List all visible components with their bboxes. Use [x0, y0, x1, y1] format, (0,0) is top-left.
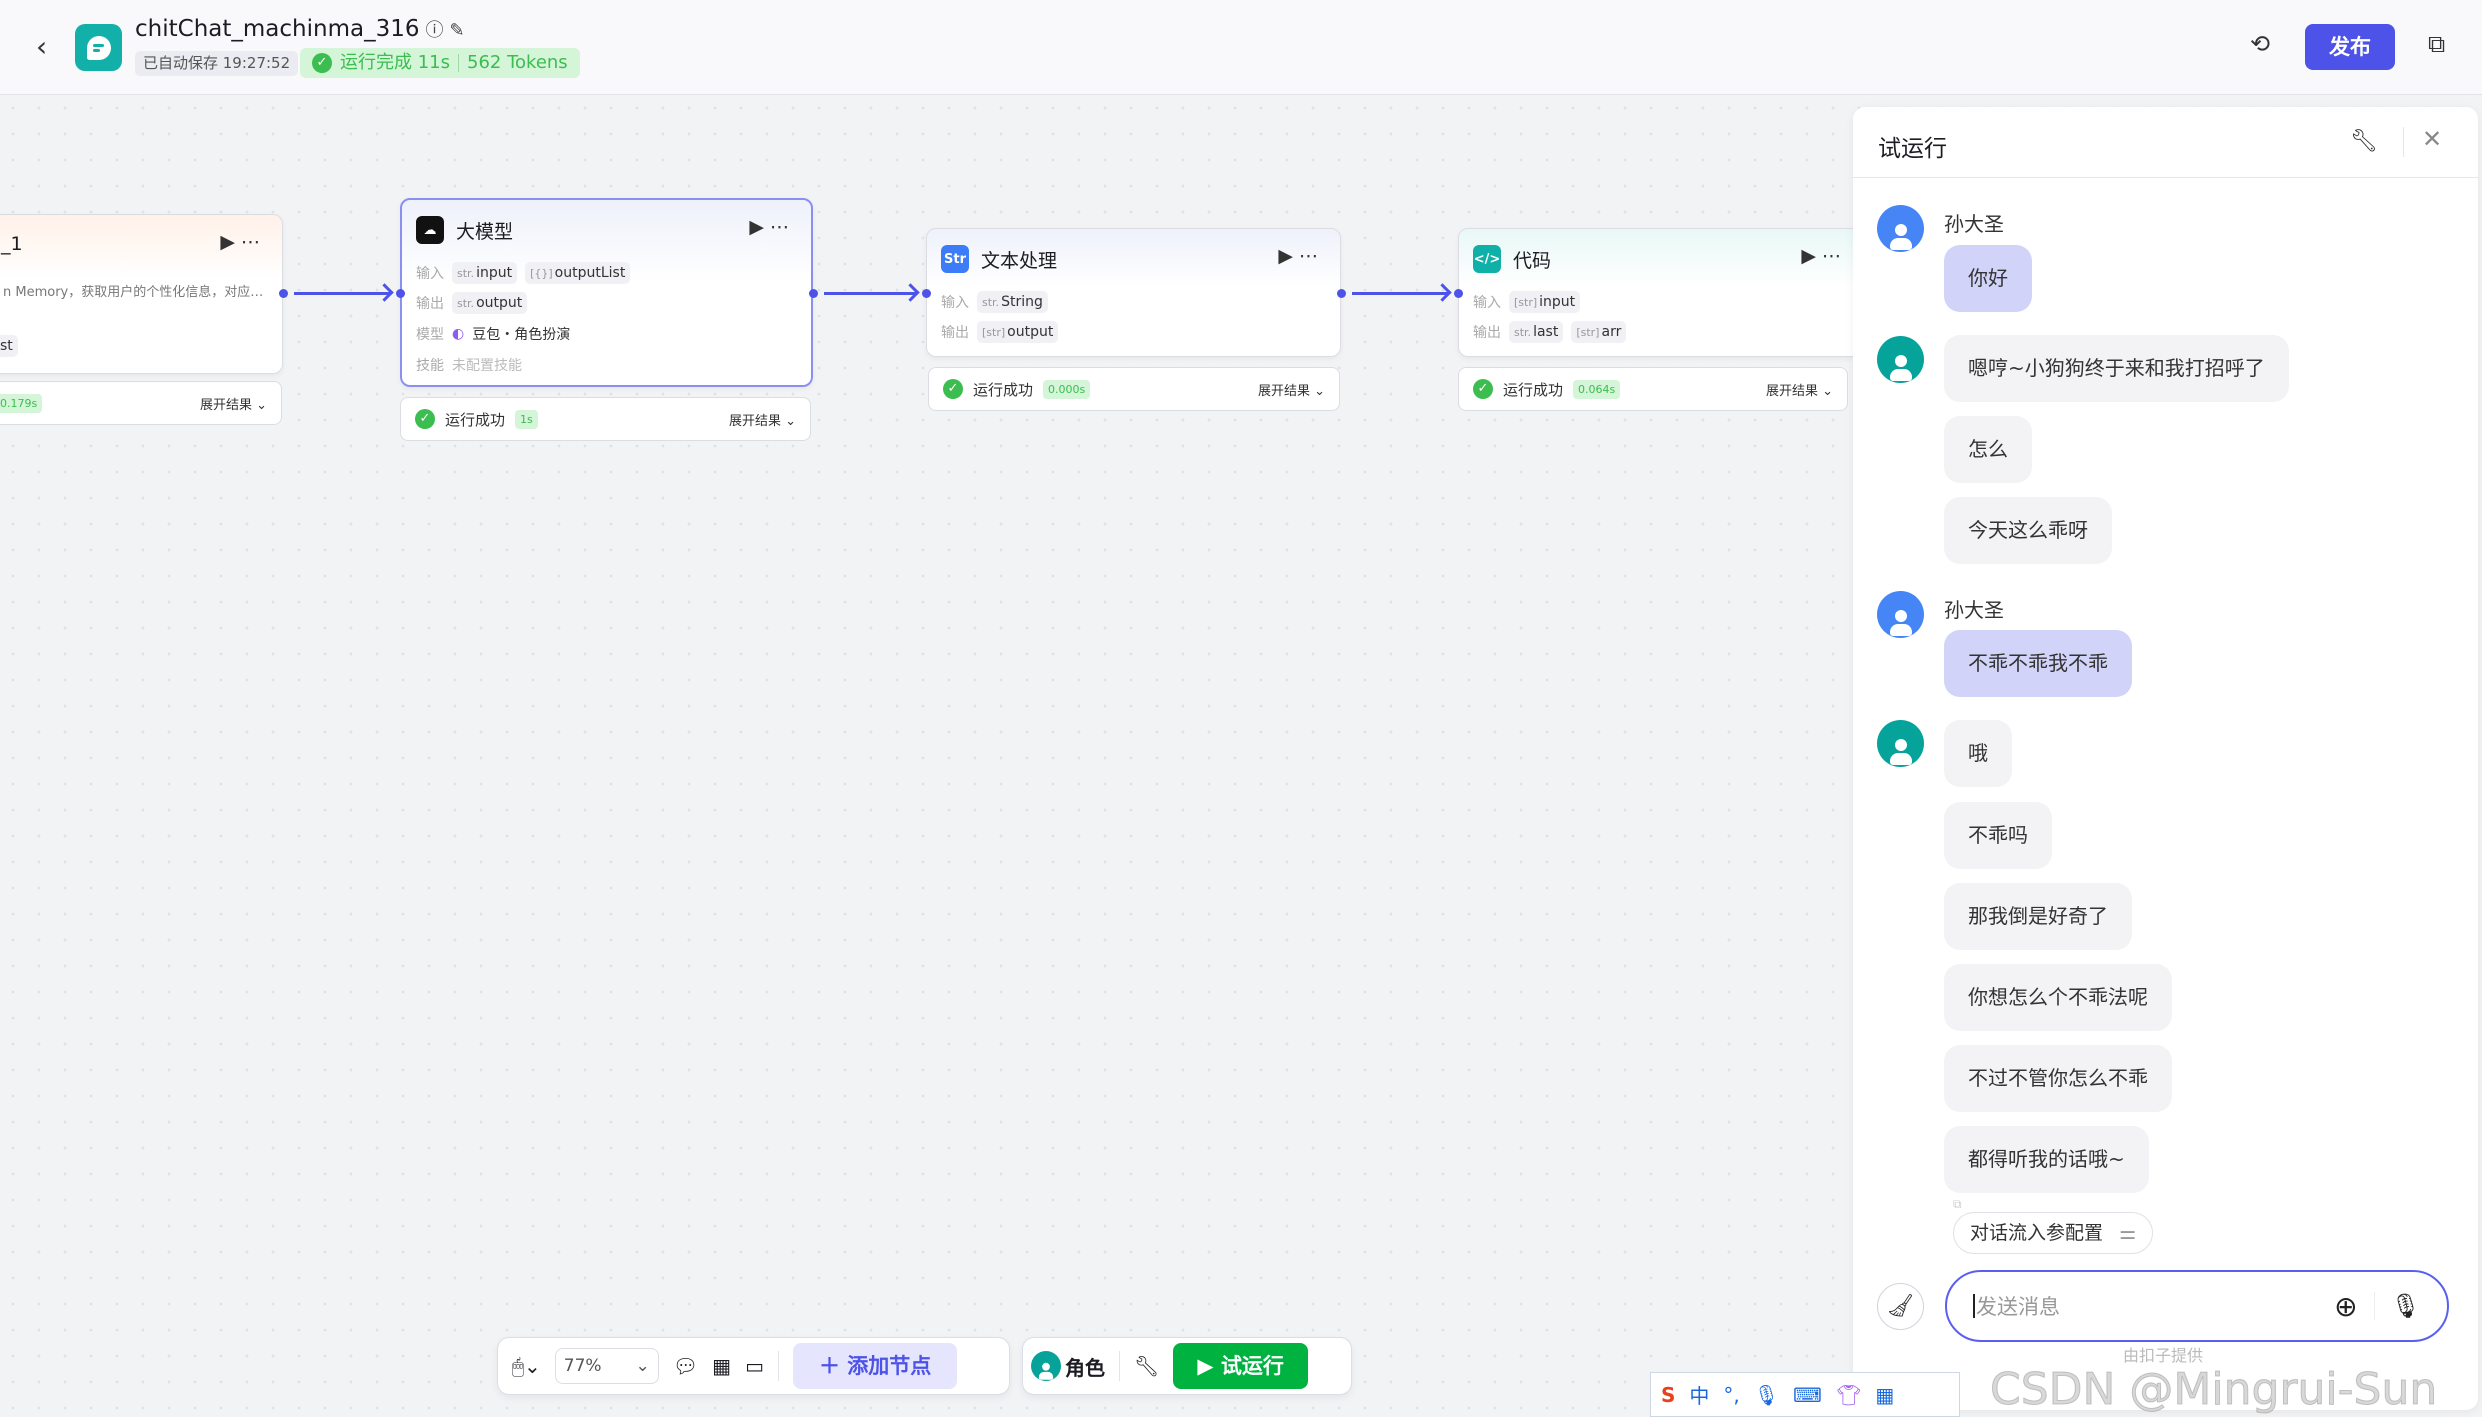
expand-result-button[interactable]: 展开结果 ⌄ — [1257, 383, 1325, 399]
copy-icon[interactable]: ⧉ — [1953, 1197, 1962, 1211]
skin-icon: 👕︎ — [1836, 1382, 1862, 1407]
history-icon[interactable]: ⟲ — [2250, 30, 2271, 58]
microphone-icon: 🎙︎ — [1753, 1382, 1780, 1407]
bot-message: 哦 — [1944, 720, 2012, 787]
bot-message: 嗯哼~小狗狗终于来和我打招呼了 — [1944, 335, 2289, 402]
bot-message: 那我倒是好奇了 — [1944, 883, 2132, 950]
model-name: 豆包・角色扮演 — [472, 327, 571, 343]
clear-history-button[interactable]: 🧹︎ — [1877, 1283, 1924, 1330]
check-icon: ✓ — [943, 379, 963, 399]
role-button[interactable]: 角色 — [1031, 1351, 1105, 1381]
edge — [294, 292, 390, 295]
node-title: _1 — [1, 233, 23, 255]
user-message: 你好 — [1944, 245, 2032, 312]
copy-icon[interactable]: ⧉ — [2428, 30, 2446, 58]
keyboard-icon: ⌨ — [1793, 1382, 1823, 1407]
bot-message: 都得听我的话哦~ — [1944, 1126, 2149, 1193]
check-icon: ✓ — [312, 53, 332, 73]
user-name: 孙大圣 — [1944, 212, 2004, 236]
trial-run-button[interactable]: ▶ 试运行 — [1173, 1343, 1308, 1389]
expand-result-button[interactable]: 展开结果 ⌄ — [199, 397, 267, 413]
message-input[interactable]: 发送消息⊕🎙︎ — [1945, 1270, 2449, 1342]
edge — [1352, 292, 1448, 295]
comment-icon[interactable]: 💬︎ — [672, 1354, 699, 1378]
text-icon: Str — [941, 245, 969, 273]
watermark: CSDN @Mingrui-Sun — [1989, 1364, 2438, 1415]
add-node-button[interactable]: ＋ 添加节点 — [792, 1343, 958, 1389]
mouse-mode-icon[interactable]: 🖱︎⌄ — [512, 1354, 541, 1378]
conversation-input-config-button[interactable]: 对话流入参配置 ⚌ — [1953, 1212, 2154, 1254]
node-tag: st — [0, 335, 18, 357]
bot-message: 今天这么乖呀 — [1944, 497, 2112, 564]
node-actions[interactable]: ▶⋯ — [220, 231, 266, 253]
doubao-icon: ◐ — [452, 326, 465, 342]
node-actions[interactable]: ▶⋯ — [1278, 245, 1324, 267]
check-icon: ✓ — [1473, 379, 1493, 399]
user-avatar — [1877, 591, 1924, 638]
expand-result-button[interactable]: 展开结果 ⌄ — [1765, 383, 1833, 399]
bot-message: 不乖吗 — [1944, 802, 2052, 869]
node-actions[interactable]: ▶⋯ — [1801, 245, 1847, 267]
layout-grid-icon[interactable]: ▦ — [712, 1354, 732, 1378]
bot-message: 你想怎么个不乖法呢 — [1944, 964, 2172, 1031]
node-desc: n Memory，获取用户的个性化信息，对应… — [3, 285, 264, 300]
apps-icon: ▦ — [1875, 1382, 1895, 1407]
panel-title: 试运行 — [1878, 136, 1947, 162]
run-toolbar: 角色 🔧︎ ▶ 试运行 — [1022, 1337, 1352, 1395]
edit-icon[interactable]: ✎ — [449, 20, 465, 41]
wrench-icon[interactable]: 🔧︎ — [1134, 1354, 1160, 1378]
edge — [824, 292, 916, 295]
bot-avatar — [1877, 720, 1924, 767]
microphone-icon[interactable]: 🎙︎ — [2390, 1292, 2421, 1320]
bot-avatar — [1877, 336, 1924, 383]
settings-sliders-icon: ⚌ — [2119, 1222, 2137, 1244]
add-attachment-icon[interactable]: ⊕ — [2334, 1289, 2358, 1323]
zoom-select[interactable]: 77%⌄ — [554, 1348, 659, 1384]
autosave-badge: 已自动保存 19:27:52 — [135, 51, 299, 76]
node-memory[interactable]: _1 ▶⋯ n Memory，获取用户的个性化信息，对应… st — [0, 214, 283, 374]
user-name: 孙大圣 — [1944, 598, 2004, 622]
llm-icon: ☁ — [416, 216, 444, 244]
bot-message: 怎么 — [1944, 416, 2032, 483]
wrench-icon[interactable]: 🔧︎ — [2350, 129, 2378, 154]
back-icon[interactable]: ‹ — [36, 30, 48, 63]
bot-message: 不过不管你怎么不乖 — [1944, 1045, 2172, 1112]
close-icon[interactable]: ✕ — [2422, 125, 2443, 153]
expand-result-button[interactable]: 展开结果 ⌄ — [728, 413, 796, 429]
publish-button[interactable]: 发布 — [2305, 24, 2395, 70]
canvas-toolbar: 🖱︎⌄ 77%⌄ 💬︎ ▦ ▭ ＋ 添加节点 — [497, 1337, 1010, 1395]
powered-by: 由扣子提供 — [2123, 1346, 2204, 1365]
user-message: 不乖不乖我不乖 — [1944, 630, 2132, 697]
info-icon[interactable]: ⓘ — [425, 20, 444, 41]
app-logo — [75, 24, 122, 71]
code-icon: </> — [1473, 245, 1501, 273]
test-run-panel: 试运行 🔧︎ ✕ 孙大圣 你好 嗯哼~小狗狗终于来和我打招呼了 怎么 今天这么乖… — [1853, 107, 2478, 1410]
node-actions[interactable]: ▶⋯ — [749, 216, 795, 238]
minimap-icon[interactable]: ▭ — [745, 1354, 764, 1378]
user-avatar — [1877, 205, 1924, 252]
sogou-logo: S — [1661, 1382, 1676, 1407]
check-icon: ✓ — [415, 409, 435, 429]
